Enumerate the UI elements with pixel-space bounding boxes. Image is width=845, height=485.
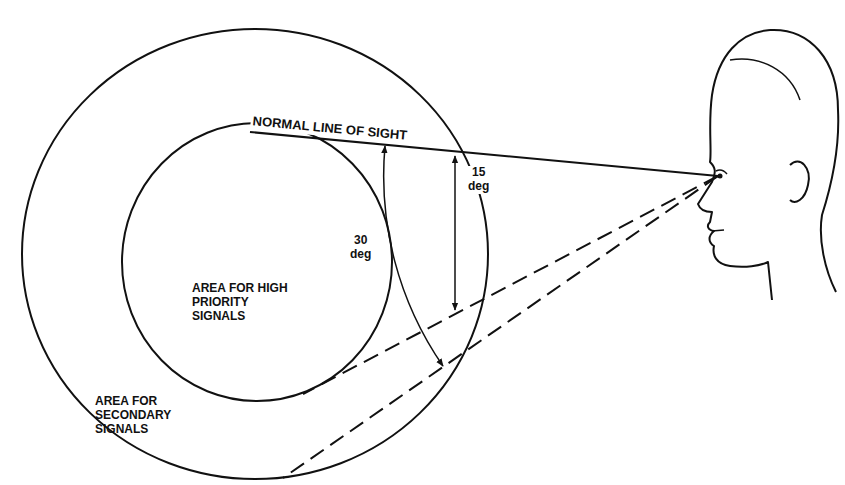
angle-dimension xyxy=(454,156,456,310)
circle-outline xyxy=(22,29,488,479)
circle-outline xyxy=(121,122,393,402)
eye xyxy=(718,174,723,179)
eye-lid xyxy=(716,170,727,174)
ear xyxy=(790,162,809,202)
angle-label: 15 deg xyxy=(466,166,491,194)
dashed-sight-line xyxy=(303,176,718,394)
circle-outline xyxy=(21,28,489,480)
circle-outline xyxy=(122,123,392,401)
line-of-sight-label: NORMAL LINE OF SIGHT xyxy=(250,114,410,144)
area-label: AREA FOR SECONDARY SIGNALS xyxy=(95,395,200,436)
angle-label: 30 deg xyxy=(348,234,373,262)
face-profile xyxy=(698,30,772,300)
dashed-sight-line xyxy=(283,176,718,478)
hair-line xyxy=(730,59,800,100)
inner-circle: AREA FOR HIGH PRIORITY SIGNALS xyxy=(121,122,393,402)
mouth xyxy=(712,230,724,231)
head-outline xyxy=(770,30,838,292)
outer-circle: AREA FOR SECONDARY SIGNALS AREA FOR HIGH … xyxy=(21,28,489,480)
area-label: AREA FOR HIGH PRIORITY SIGNALS xyxy=(192,282,297,323)
